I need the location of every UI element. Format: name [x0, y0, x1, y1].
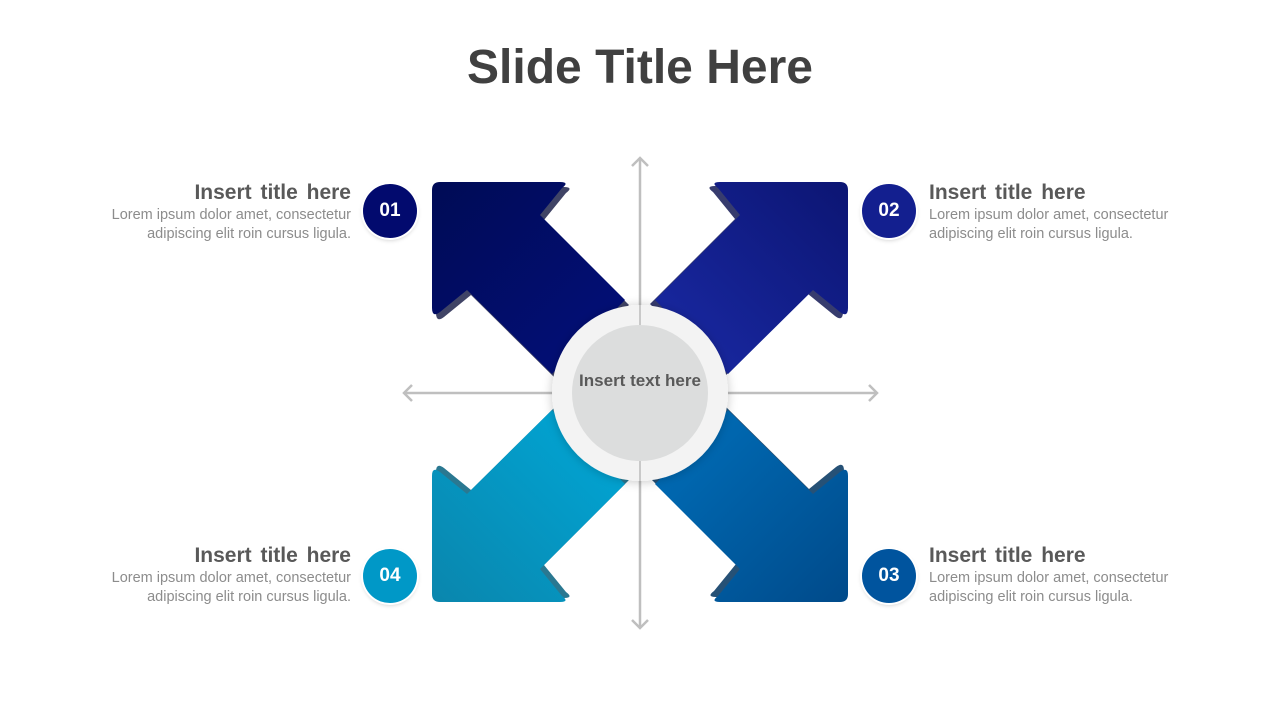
- axis-arrowhead-left: [402, 384, 413, 402]
- center-text: Insert text here: [579, 371, 701, 390]
- axis-arrowhead-top: [631, 156, 649, 167]
- axis-arrowhead-bottom: [631, 619, 649, 630]
- step-02-body: Lorem ipsum dolor amet, consectetur adip…: [929, 207, 1169, 242]
- center-hub-core: [572, 325, 708, 461]
- axis-arrowhead-right: [868, 384, 879, 402]
- step-04-body: Lorem ipsum dolor amet, consectetur adip…: [111, 570, 351, 605]
- step-02-title: Insert title here: [929, 181, 1086, 204]
- step-01-text: Insert title here Lorem ipsum dolor amet…: [51, 181, 351, 244]
- step-02-text: Insert title here Lorem ipsum dolor amet…: [929, 181, 1229, 244]
- step-04-badge: 04: [363, 549, 417, 603]
- slide-title: Slide Title Here: [467, 41, 813, 94]
- step-01-badge: 01: [363, 184, 417, 238]
- center-hub: [552, 305, 728, 481]
- step-03-body: Lorem ipsum dolor amet, consectetur adip…: [929, 570, 1169, 605]
- step-03-title: Insert title here: [929, 544, 1086, 567]
- step-03-badge: 03: [862, 549, 916, 603]
- step-04-title: Insert title here: [194, 544, 351, 567]
- step-01-body: Lorem ipsum dolor amet, consectetur adip…: [111, 207, 351, 242]
- step-04-text: Insert title here Lorem ipsum dolor amet…: [51, 544, 351, 607]
- step-01-title: Insert title here: [194, 181, 351, 204]
- step-03-text: Insert title here Lorem ipsum dolor amet…: [929, 544, 1229, 607]
- step-02-badge: 02: [862, 184, 916, 238]
